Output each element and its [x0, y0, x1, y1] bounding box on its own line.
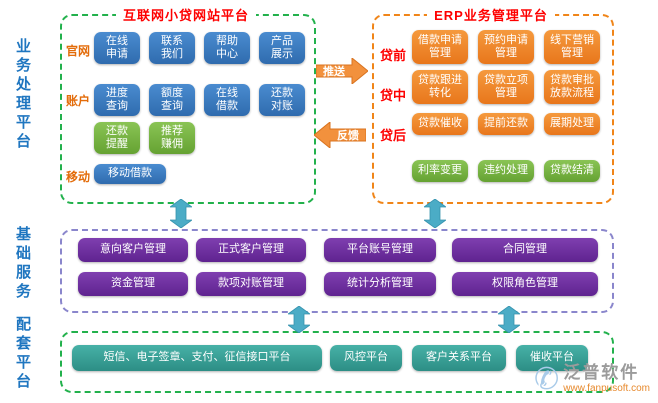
erp-button-loan-followup-convert: 贷款跟进转化: [412, 70, 468, 104]
base-button-payment-reconcile-mgmt: 款项对账管理: [196, 272, 306, 296]
watermark: ✆ 泛普软件 www.fanpusoft.com: [534, 363, 650, 397]
group-label-official-site: 官网: [66, 44, 91, 58]
double-vertical-arrow-icon: [168, 198, 194, 229]
group-label-account: 账户: [66, 94, 91, 108]
side-label-base-services: 基础服务: [14, 226, 31, 302]
base-button-formal-customer-mgmt: 正式客户管理: [196, 238, 306, 262]
side-label-support-platform: 配套平台: [14, 316, 31, 392]
web-button-product-show: 产品展示: [259, 32, 305, 64]
web-button-repay-reconcile: 还款对账: [259, 84, 305, 116]
support-button-collection-platform: 催收平台: [516, 345, 588, 371]
watermark-brand: 泛普软件: [563, 363, 640, 382]
right-arrow-icon: [315, 56, 369, 86]
erp-button-loan-settle: 贷款结清: [544, 160, 600, 182]
left-arrow-icon: [313, 120, 367, 150]
erp-button-offline-marketing-mgmt: 线下营销管理: [544, 30, 600, 64]
erp-button-borrow-apply-mgmt: 借款申请管理: [412, 30, 468, 64]
erp-button-early-repay: 提前还款: [478, 113, 534, 135]
web-button-online-apply: 在线申请: [94, 32, 140, 64]
support-button-risk-control-platform: 风控平台: [330, 345, 402, 371]
erp-platform-title: ERP业务管理平台: [372, 5, 610, 25]
erp-button-default-handle: 违约处理: [478, 160, 534, 182]
loan-stage-label: 贷前 贷中 贷后: [379, 48, 406, 143]
side-label-business-platform: 业务处理平台: [14, 38, 31, 152]
connector-arrow-web-base: [168, 198, 194, 233]
feedback-label: 反馈: [337, 130, 359, 142]
web-button-progress-query: 进度查询: [94, 84, 140, 116]
support-button-interface-platform: 短信、电子签章、支付、征信接口平台: [72, 345, 322, 371]
erp-button-appointment-apply-mgmt: 预约申请管理: [478, 30, 534, 64]
web-button-repay-remind: 还款提醒: [94, 122, 140, 154]
push-label: 推送: [323, 66, 345, 78]
support-button-crm-platform: 客户关系平台: [412, 345, 506, 371]
base-button-contract-mgmt: 合同管理: [452, 238, 598, 262]
base-button-fund-mgmt: 资金管理: [78, 272, 188, 296]
web-button-contact-us: 联系我们: [149, 32, 195, 64]
web-button-referral-commission: 推荐赚佣: [149, 122, 195, 154]
phone-icon: ✆: [534, 363, 560, 396]
double-vertical-arrow-icon: [422, 198, 448, 229]
double-vertical-arrow-icon: [496, 305, 522, 334]
web-button-online-borrow: 在线借款: [204, 84, 250, 116]
web-button-help-center: 帮助中心: [204, 32, 250, 64]
group-label-mobile: 移动: [66, 170, 91, 184]
watermark-url: www.fanpusoft.com: [563, 383, 650, 394]
base-button-platform-account-mgmt: 平台账号管理: [324, 238, 436, 262]
erp-button-rate-change: 利率变更: [412, 160, 468, 182]
erp-button-extension-handle: 展期处理: [544, 113, 600, 135]
web-platform-title: 互联网小贷网站平台: [60, 5, 312, 25]
push-flow-arrow: 推送: [315, 56, 369, 86]
double-vertical-arrow-icon: [286, 305, 312, 334]
web-button-mobile-borrow: 移动借款: [94, 164, 166, 184]
connector-arrow-erp-base: [422, 198, 448, 233]
feedback-flow-arrow: 反馈: [313, 120, 367, 150]
base-button-role-permission-mgmt: 权限角色管理: [452, 272, 598, 296]
erp-button-loan-project-mgmt: 贷款立项管理: [478, 70, 534, 104]
connector-arrow-base-support-right: [496, 305, 522, 338]
web-button-quota-query: 额度查询: [149, 84, 195, 116]
base-button-statistics-analysis-mgmt: 统计分析管理: [324, 272, 436, 296]
erp-button-loan-collection: 贷款催收: [412, 113, 468, 135]
erp-button-loan-approve-disburse-flow: 贷款审批放款流程: [544, 70, 600, 104]
connector-arrow-base-support-left: [286, 305, 312, 338]
base-button-intent-customer-mgmt: 意向客户管理: [78, 238, 188, 262]
